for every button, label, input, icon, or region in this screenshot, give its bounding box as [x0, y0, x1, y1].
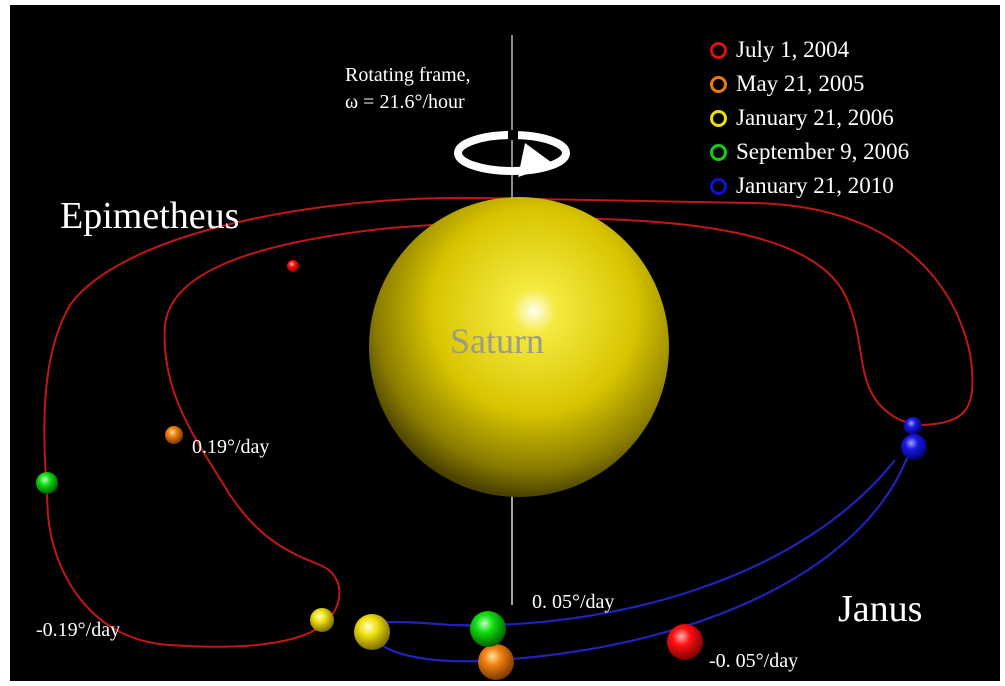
- legend-item: September 9, 2006: [710, 135, 909, 169]
- frame-label-line1: Rotating frame,: [345, 64, 471, 86]
- saturn-label: Saturn: [450, 321, 544, 361]
- rate-epimetheus-outer: -0.19°/day: [36, 619, 121, 641]
- epimetheus-dot-jan-2010: [904, 417, 922, 435]
- legend-item: July 1, 2004: [710, 33, 909, 67]
- janus-dot-jan-2010: [901, 434, 927, 460]
- rate-janus-inner: 0. 05°/day: [532, 591, 615, 613]
- epimetheus-dot-jan-2006: [310, 608, 334, 632]
- janus-label: Janus: [838, 588, 923, 630]
- saturn-sphere: [369, 197, 669, 497]
- diagram-canvas: Rotating frame, ω = 21.6°/hour Epimetheu…: [10, 5, 1000, 681]
- frame-label-line2: ω = 21.6°/hour: [345, 91, 465, 113]
- red-ring-icon: [710, 41, 727, 59]
- legend-item: May 21, 2005: [710, 67, 909, 101]
- epimetheus-dot-jul-2004: [287, 260, 299, 272]
- rotation-arrow-icon: [454, 130, 570, 177]
- blue-ring-icon: [710, 177, 727, 195]
- legend-label: July 1, 2004: [736, 37, 850, 62]
- legend-label: May 21, 2005: [736, 71, 865, 96]
- legend-label: January 21, 2010: [736, 173, 894, 198]
- janus-dot-sep-2006: [470, 611, 506, 647]
- orange-ring-icon: [710, 75, 727, 93]
- green-ring-icon: [710, 143, 727, 161]
- epimetheus-label: Epimetheus: [60, 195, 240, 237]
- yellow-ring-icon: [710, 109, 727, 127]
- diagram-graphics: [36, 35, 974, 680]
- legend-item: January 21, 2006: [710, 101, 909, 135]
- legend-item: January 21, 2010: [710, 169, 909, 203]
- epimetheus-dot-may-2005: [165, 426, 183, 444]
- janus-dot-may-2005: [478, 644, 514, 680]
- legend-label: September 9, 2006: [736, 139, 910, 164]
- janus-dot-jan-2006: [354, 614, 390, 650]
- janus-dot-jul-2004: [667, 624, 703, 660]
- legend-label: January 21, 2006: [736, 105, 894, 130]
- janus-orbit: [370, 449, 912, 663]
- date-legend: July 1, 2004 May 21, 2005 January 21, 20…: [710, 33, 909, 203]
- rate-epimetheus-inner: 0.19°/day: [192, 436, 270, 458]
- epimetheus-dot-sep-2006: [36, 472, 58, 494]
- rate-janus-outer: -0. 05°/day: [709, 650, 799, 672]
